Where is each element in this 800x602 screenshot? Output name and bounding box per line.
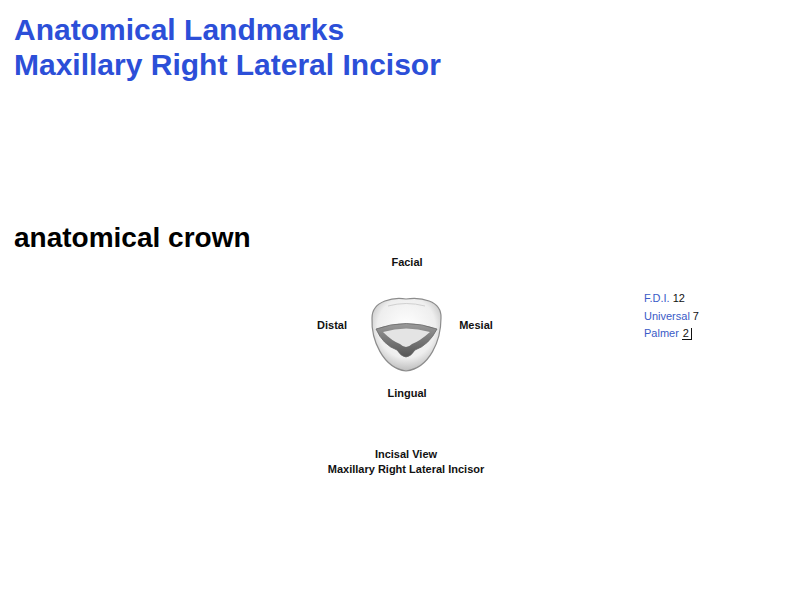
numbering-system: Universal — [644, 310, 690, 323]
numbering-row: Universal7 — [644, 310, 699, 323]
direction-label: Mesial — [459, 319, 493, 332]
incisor-crown — [372, 298, 441, 371]
direction-label: Facial — [391, 256, 422, 269]
direction-label: Lingual — [387, 387, 426, 400]
tooth-number: 7 — [693, 310, 699, 323]
figure-caption: Incisal View Maxillary Right Lateral Inc… — [328, 447, 485, 477]
numbering-row: Palmer2 — [644, 327, 692, 340]
term-heading: anatomical crown — [14, 222, 251, 254]
numbering-system: F.D.I. — [644, 292, 670, 305]
tooth-number: 2 — [682, 328, 692, 340]
numbering-system: Palmer — [644, 327, 679, 340]
direction-label: Distal — [317, 319, 347, 332]
slide-title: Anatomical Landmarks Maxillary Right Lat… — [14, 12, 441, 82]
numbering-row: F.D.I.12 — [644, 292, 685, 305]
tooth-number: 12 — [673, 292, 685, 305]
